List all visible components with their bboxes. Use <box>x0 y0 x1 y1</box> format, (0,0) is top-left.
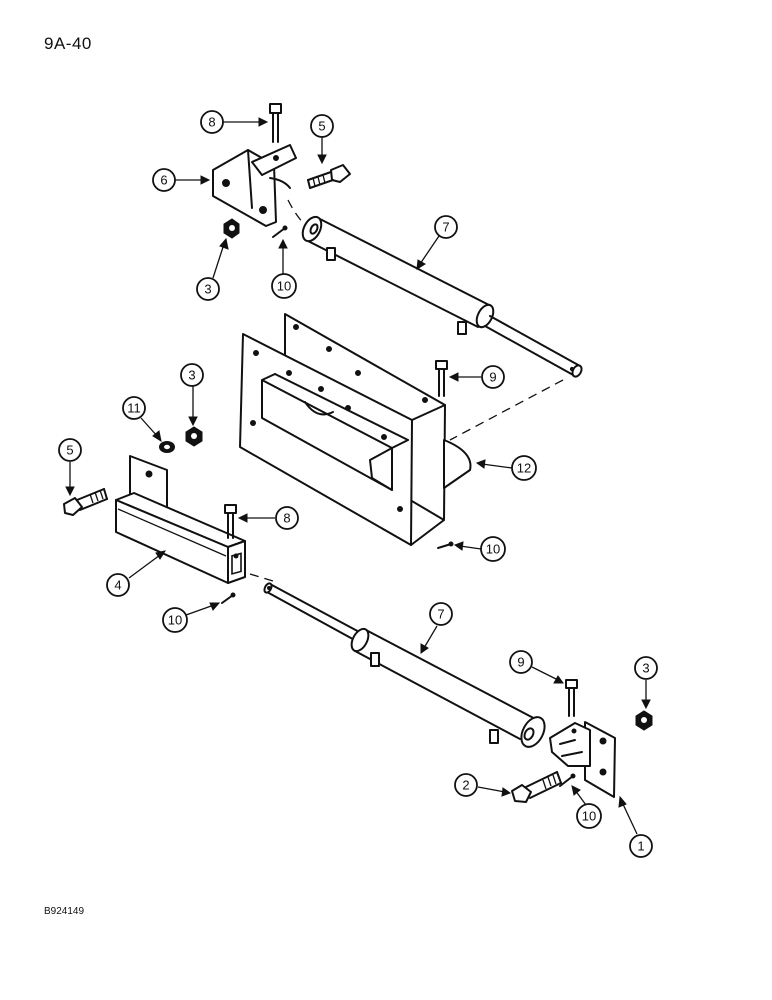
upper-nut-3 <box>223 218 240 239</box>
page-number: 9A-40 <box>44 34 92 53</box>
svg-text:3: 3 <box>188 368 195 383</box>
svg-text:4: 4 <box>114 578 121 593</box>
svg-text:1: 1 <box>637 839 644 854</box>
callout-1: 1 <box>629 834 653 858</box>
upper-bolt-8 <box>269 103 282 143</box>
svg-text:7: 7 <box>442 220 449 235</box>
callout-8-lower: 8 <box>275 506 299 530</box>
callout-10-left: 10 <box>162 607 188 633</box>
callout-10-plate: 10 <box>480 536 506 562</box>
svg-text:9: 9 <box>489 370 496 385</box>
callout-5-left: 5 <box>58 438 82 462</box>
callout-9-lower: 9 <box>509 650 533 674</box>
square-tube-arm <box>115 455 246 584</box>
svg-text:12: 12 <box>517 461 531 476</box>
callout-2: 2 <box>454 773 478 797</box>
callout-6: 6 <box>152 168 176 192</box>
callout-10-lower: 10 <box>576 803 602 829</box>
upper-bolt-5 <box>307 164 351 189</box>
callout-5-top: 5 <box>310 114 334 138</box>
plate-bolt-9 <box>435 360 448 397</box>
washer-11 <box>159 441 175 453</box>
svg-text:6: 6 <box>160 173 167 188</box>
svg-text:10: 10 <box>582 809 596 824</box>
upper-hydraulic-cylinder <box>301 215 583 378</box>
lower-right-cotter-pin <box>559 773 576 787</box>
svg-text:3: 3 <box>204 282 211 297</box>
mounting-plate <box>239 313 472 546</box>
lower-hydraulic-cylinder <box>263 582 546 748</box>
lower-bolt-5 <box>63 488 108 516</box>
upper-cotter-pin <box>272 225 288 238</box>
svg-text:8: 8 <box>283 511 290 526</box>
svg-text:10: 10 <box>486 542 500 557</box>
lower-nut-3 <box>635 710 653 731</box>
bolt-2 <box>511 771 562 803</box>
svg-text:8: 8 <box>208 115 215 130</box>
figure-code: B924149 <box>44 906 85 917</box>
svg-text:10: 10 <box>168 613 182 628</box>
svg-text:5: 5 <box>66 443 73 458</box>
callout-11: 11 <box>122 396 146 420</box>
callout-7-lower: 7 <box>429 602 453 626</box>
callout-8-top: 8 <box>200 110 224 134</box>
callout-3-top: 3 <box>196 277 220 301</box>
plate-cotter-pin <box>437 541 454 549</box>
leader-lines <box>65 117 651 835</box>
callout-12: 12 <box>511 455 537 481</box>
upper-mounting-bracket <box>212 144 297 227</box>
lower-left-cotter-pin <box>221 592 236 604</box>
svg-text:9: 9 <box>517 655 524 670</box>
svg-text:7: 7 <box>437 607 444 622</box>
callout-9-top: 9 <box>481 365 505 389</box>
middle-nut-3 <box>185 426 203 447</box>
svg-text:5: 5 <box>318 119 325 134</box>
lower-bolt-8 <box>224 504 237 539</box>
callout-3-middle: 3 <box>180 363 204 387</box>
callout-7-top: 7 <box>434 215 458 239</box>
svg-text:10: 10 <box>277 279 291 294</box>
callout-3-lower: 3 <box>634 656 658 680</box>
lower-bolt-9 <box>565 679 578 717</box>
callout-4: 4 <box>106 573 130 597</box>
lower-mounting-bracket <box>549 721 616 798</box>
svg-text:3: 3 <box>642 661 649 676</box>
svg-text:2: 2 <box>462 778 469 793</box>
svg-text:11: 11 <box>127 401 141 416</box>
callout-10-top: 10 <box>271 273 297 299</box>
